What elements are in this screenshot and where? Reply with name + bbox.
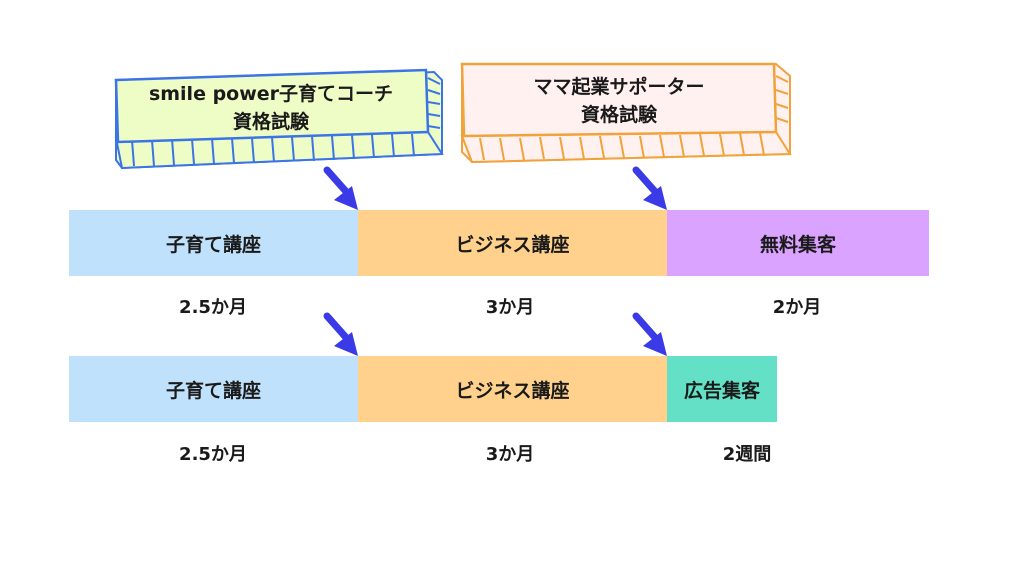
cert-box-2-line1: ママ起業サポーター [533, 75, 705, 98]
cert-box-1-line2: 資格試験 [232, 111, 309, 133]
cert-box-1: smile power子育てコーチ 資格試験 [112, 72, 430, 144]
cert-box-2: ママ起業サポーター 資格試験 [462, 66, 776, 136]
row2-duration-2: 3か月 [485, 444, 535, 465]
arrow-row1-cert2 [632, 166, 667, 210]
row2-segment-business-course: ビジネス講座 [358, 356, 667, 422]
row2-segment-1-label: 子育て講座 [165, 379, 261, 402]
row2-segment-childcare-course: 子育て講座 [69, 356, 358, 422]
cert-box-2-depth [460, 62, 800, 166]
row2-segment-3-label: 広告集客 [683, 379, 760, 402]
cert-box-2-shape [460, 62, 792, 164]
arrow-row2-cert1 [323, 312, 358, 356]
row1-duration-1: 2.5か月 [179, 297, 247, 318]
row1-segment-3-label: 無料集客 [759, 233, 836, 256]
row2-duration-1: 2.5か月 [179, 444, 247, 465]
row1-segment-business-course: ビジネス講座 [358, 210, 667, 276]
row1-segment-1-label: 子育て講座 [165, 233, 261, 256]
row2-segment-2-label: ビジネス講座 [455, 379, 570, 402]
cert-box-1-shape [114, 68, 444, 170]
cert-box-1-line1: smile power子育てコーチ [148, 82, 394, 105]
row1-segment-free-marketing: 無料集客 [667, 210, 929, 276]
row2-segment-ad-marketing: 広告集客 [667, 356, 777, 422]
arrow-row2-cert2 [632, 312, 667, 356]
row2-duration-3: 2週間 [722, 444, 772, 465]
cert-box-2-line2: 資格試験 [580, 104, 657, 126]
row1-segment-2-label: ビジネス講座 [455, 233, 570, 256]
row1-duration-2: 3か月 [485, 297, 535, 318]
row1-segment-childcare-course: 子育て講座 [69, 210, 358, 276]
cert-box-1-depth [112, 68, 444, 170]
arrow-row1-cert1 [323, 166, 358, 210]
row1-duration-3: 2か月 [772, 297, 822, 318]
